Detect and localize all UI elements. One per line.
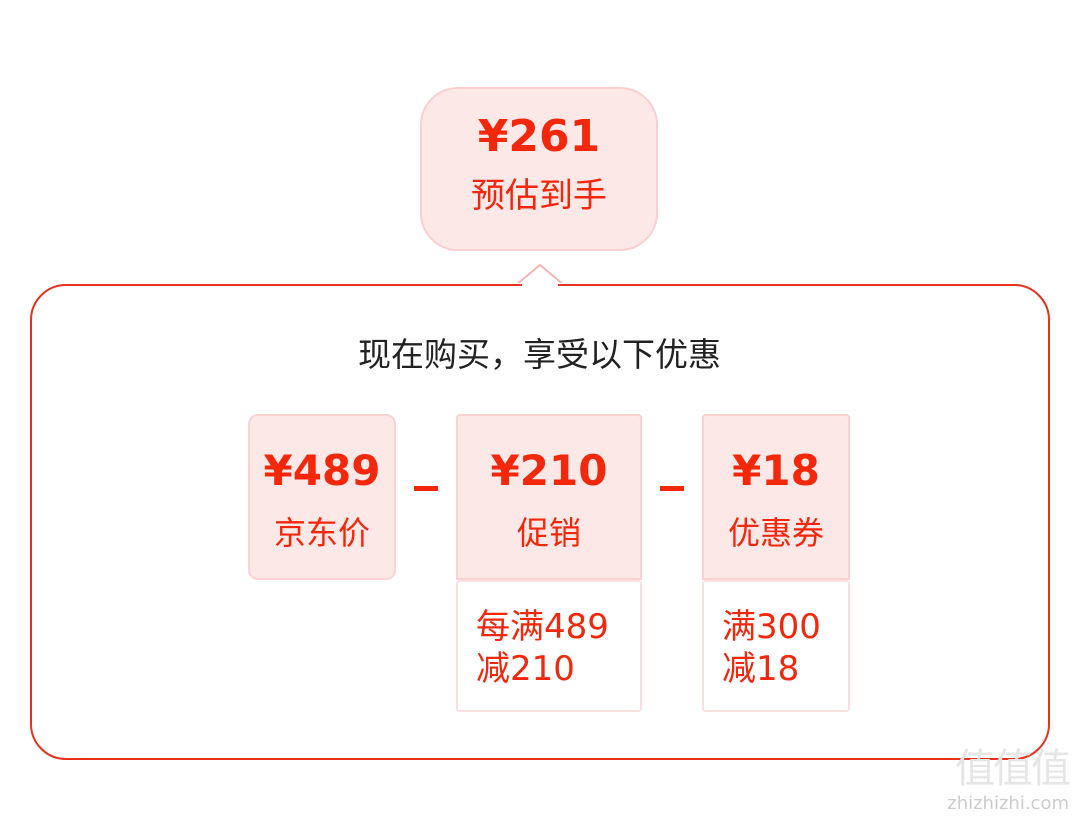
minus-icon	[660, 486, 684, 491]
minus-icon	[414, 486, 438, 491]
estimated-price-amount: ¥261	[477, 111, 601, 162]
panel-pointer	[516, 264, 564, 286]
coupon-card: ¥18 优惠券	[702, 414, 850, 580]
promotion-detail: 每满489 减210	[456, 580, 642, 712]
jd-price-label: 京东价	[273, 514, 370, 552]
promotion-label: 促销	[516, 514, 581, 552]
jd-price-amount: ¥489	[263, 446, 381, 495]
coupon-detail-text: 满300 减18	[722, 607, 821, 689]
promotion-card: ¥210 促销	[456, 414, 642, 580]
coupon-amount: ¥18	[732, 446, 820, 495]
estimated-price-label: 预估到手	[471, 176, 607, 216]
watermark: 值值值 zhizhizhi.com	[947, 746, 1071, 814]
promotion-amount: ¥210	[490, 446, 608, 495]
promotion-detail-text: 每满489 减210	[476, 607, 609, 689]
estimated-price-bubble: ¥261 预估到手	[420, 87, 658, 251]
watermark-url: zhizhizhi.com	[947, 793, 1069, 814]
watermark-logo: 值值值	[955, 746, 1071, 792]
coupon-label: 优惠券	[727, 514, 824, 552]
jd-price-card: ¥489 京东价	[248, 414, 396, 580]
coupon-detail: 满300 减18	[702, 580, 850, 712]
panel-title: 现在购买，享受以下优惠	[358, 335, 721, 374]
